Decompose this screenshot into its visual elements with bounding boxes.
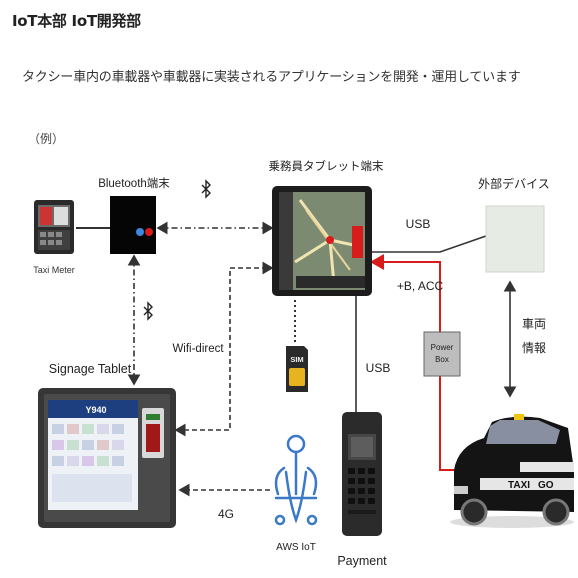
crew-tablet-label: 乗務員タブレット端末 bbox=[269, 159, 384, 173]
payment-terminal-device bbox=[342, 412, 382, 536]
example-label: （例） bbox=[28, 132, 65, 146]
signage-tablet-device bbox=[38, 388, 176, 528]
power-box bbox=[423, 331, 461, 377]
wifi-direct-label: Wifi-direct bbox=[172, 343, 224, 355]
wifi-direct-link bbox=[174, 261, 274, 437]
vehicle-info-label-top: 車両 bbox=[522, 317, 546, 331]
power-acc-label: +B, ACC bbox=[397, 279, 444, 293]
sim-card-label: SIM bbox=[290, 355, 303, 364]
power-line-tablet bbox=[370, 254, 441, 342]
bluetooth-device-label: Bluetooth端末 bbox=[98, 176, 170, 190]
signage-screen-header: Y940 bbox=[85, 405, 106, 415]
power-box-label-bottom: Box bbox=[435, 355, 449, 364]
power-line-car bbox=[439, 376, 454, 471]
taxi-meter-label: Taxi Meter bbox=[33, 265, 75, 275]
taxi-livery-text: TAXI bbox=[508, 480, 530, 491]
bluetooth-device bbox=[110, 196, 156, 254]
usb-payment-label: USB bbox=[366, 361, 391, 375]
four-g-label: 4G bbox=[218, 507, 234, 521]
bluetooth-icon bbox=[143, 301, 153, 321]
taxi-car-image bbox=[450, 414, 574, 528]
taxi-meter-device bbox=[34, 200, 74, 254]
bluetooth-icon bbox=[201, 179, 211, 199]
aws-iot-icon bbox=[274, 434, 318, 526]
power-box-label-top: Power bbox=[431, 343, 454, 352]
sim-card-icon bbox=[286, 346, 308, 392]
usb-external-label: USB bbox=[406, 217, 431, 231]
vehicle-info-label-bottom: 情報 bbox=[522, 341, 546, 355]
usb-external-link bbox=[370, 235, 487, 253]
taxi-livery-go: GO bbox=[538, 480, 554, 491]
external-device-box bbox=[485, 205, 545, 273]
external-device-label: 外部デバイス bbox=[478, 176, 550, 191]
aws-iot-label: AWS IoT bbox=[276, 542, 316, 553]
page-subtitle: タクシー車内の車載器や車載器に実装されるアプリケーションを開発・運用しています bbox=[22, 70, 521, 85]
page-title: IoT本部 IoT開発部 bbox=[12, 12, 141, 30]
crew-tablet-device bbox=[272, 186, 372, 296]
signage-tablet-label: Signage Tablet bbox=[49, 362, 132, 376]
payment-label: Payment bbox=[337, 554, 387, 568]
